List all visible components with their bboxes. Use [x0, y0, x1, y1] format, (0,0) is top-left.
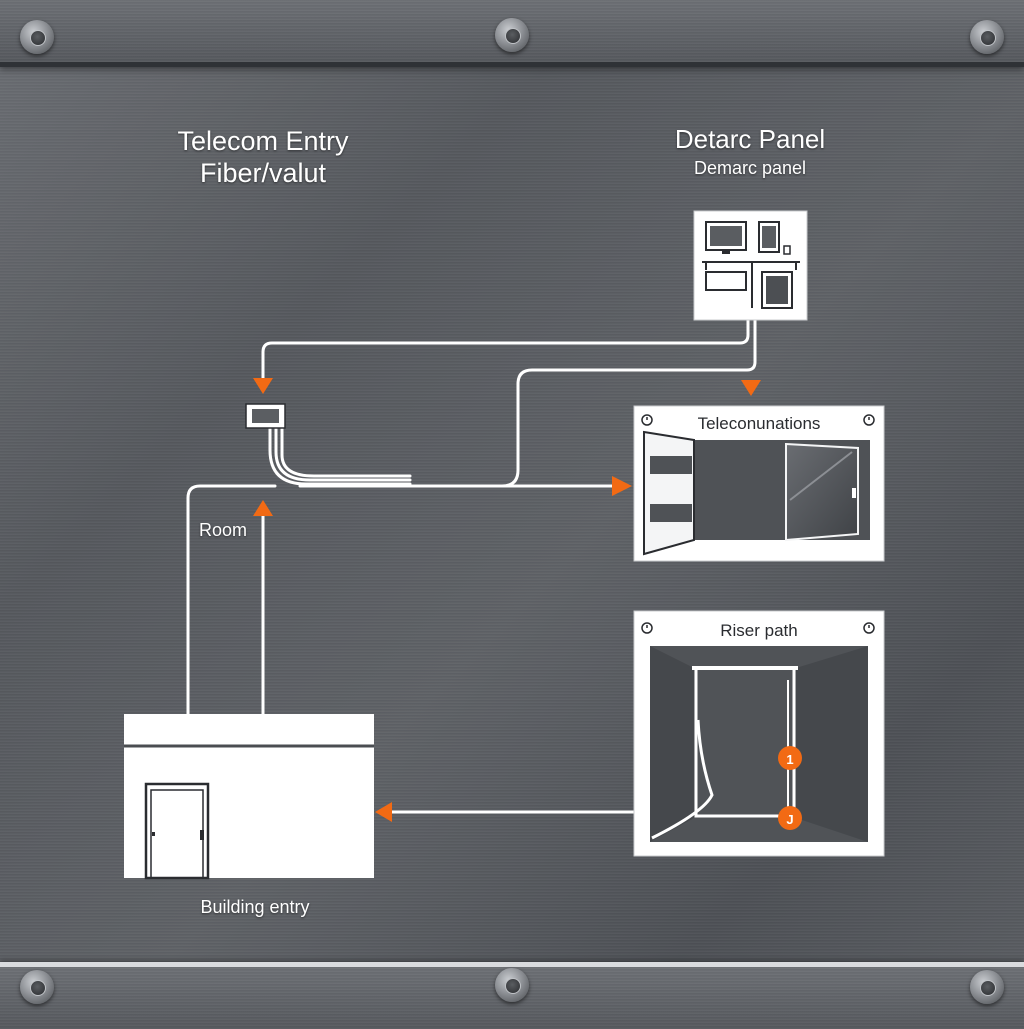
bolt-icon — [970, 20, 1004, 54]
bolt-icon — [495, 968, 529, 1002]
flow-arrows — [253, 378, 761, 822]
telecom-entry-title: Telecom Entry — [177, 126, 349, 156]
riser-path-panel: Riser path 1 J — [633, 610, 885, 857]
arrow-icon — [253, 378, 273, 394]
bolt-icon — [20, 20, 54, 54]
demarc-panel — [693, 210, 808, 321]
door-icon — [144, 782, 210, 880]
demarc-to-junction-cable — [261, 318, 750, 380]
fiber-vault-subtitle: Fiber/valut — [199, 158, 327, 188]
building-entry-label: Building entry — [200, 897, 310, 917]
arrow-icon — [375, 802, 392, 822]
riser-marker-2-label: J — [786, 812, 793, 827]
demarc-to-telecom-cable — [500, 318, 757, 488]
junction-fan-cable-3 — [280, 426, 412, 478]
junction-fan-cable — [268, 426, 412, 486]
demarc-panel-title: Detarc Panel — [674, 124, 826, 154]
arrow-icon — [612, 476, 632, 496]
riser-marker-1 — [778, 746, 802, 770]
arrow-icon — [253, 500, 273, 516]
junction-fan-cable-2 — [274, 426, 412, 482]
door-icon — [643, 430, 695, 556]
room-riser-line — [186, 484, 277, 716]
room-label: Room — [198, 520, 247, 540]
clock-icon — [641, 622, 875, 634]
bolt-icon — [20, 970, 54, 1004]
riser-path-title: Riser path — [720, 621, 797, 640]
bolt-icon — [970, 970, 1004, 1004]
building-entry-block — [124, 714, 374, 880]
bolt-icon — [495, 18, 529, 52]
demarc-panel-subtitle: Demarc panel — [693, 158, 807, 178]
clock-icon — [641, 414, 875, 426]
riser-marker-1-label: 1 — [786, 752, 793, 767]
cable-routes — [186, 318, 757, 814]
arrow-icon — [741, 380, 761, 396]
telecom-room-title: Teleconunations — [698, 414, 821, 433]
telecom-room-panel: Teleconunations — [633, 405, 885, 562]
riser-marker-2 — [778, 806, 802, 830]
